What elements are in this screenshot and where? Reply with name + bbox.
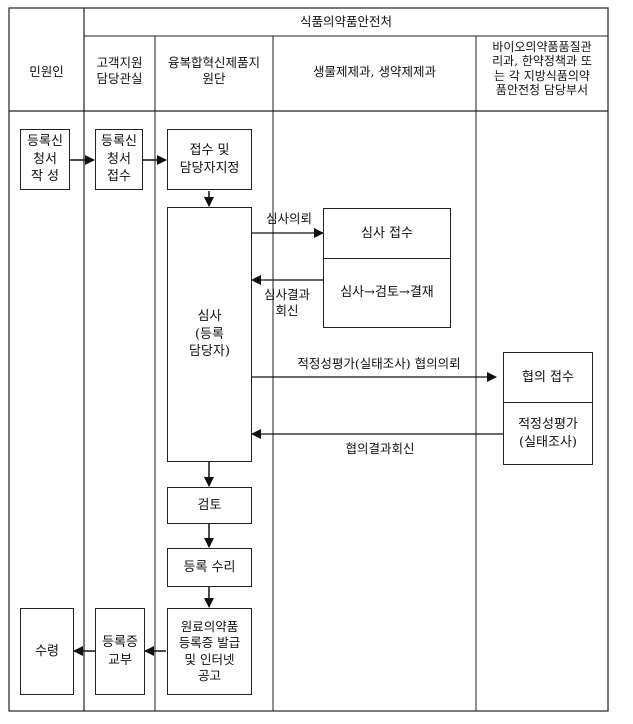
header-customer-support: 고객지원 담당관실 xyxy=(96,55,143,86)
header-agency: 식품의약품안전처 xyxy=(299,14,392,29)
label-consult-request: 적정성평가(실태조사) 협의의뢰 xyxy=(297,356,461,371)
header-bio-herbal: 생물제제과, 생약제제과 xyxy=(313,64,436,79)
header-applicant: 민원인 xyxy=(29,64,64,79)
label-consult-result-reply: 협의결과회신 xyxy=(345,441,415,456)
label-review-result-reply: 심사결과 회신 xyxy=(263,287,310,318)
node-intake-assign: 접수 및 담당자지정 xyxy=(167,129,252,190)
node-deliver-certificate: 등록증 교부 xyxy=(95,608,145,695)
node-issue-certificate: 원료의약품 등록증 발급 및 인터넷 공고 xyxy=(167,608,252,695)
node-review-receipt: 심사 접수 xyxy=(323,208,451,259)
node-check: 검토 xyxy=(167,487,252,524)
outer-frame xyxy=(8,7,609,712)
node-registration-accept: 등록 수리 xyxy=(167,548,252,587)
node-receive-application: 등록신 청서 접수 xyxy=(95,129,143,190)
node-suitability-eval: 적정성평가 (실태조사) xyxy=(503,402,593,465)
node-consult-receipt: 협의 접수 xyxy=(503,352,593,403)
node-write-application: 등록신 청서 작 성 xyxy=(20,129,70,190)
label-review-request: 심사의뢰 xyxy=(265,211,312,226)
node-review-owner: 심사 (등록 담당자) xyxy=(167,207,252,462)
header-regional-offices: 바이오의약품품질관 리과, 한약정책과 또 는 각 지방식품의약 품안전청 담당… xyxy=(492,40,592,98)
node-receive: 수령 xyxy=(20,608,74,695)
header-convergence-support: 융복합혁신제품지 원단 xyxy=(167,55,260,86)
node-review-process: 심사→검토→결재 xyxy=(323,258,451,328)
